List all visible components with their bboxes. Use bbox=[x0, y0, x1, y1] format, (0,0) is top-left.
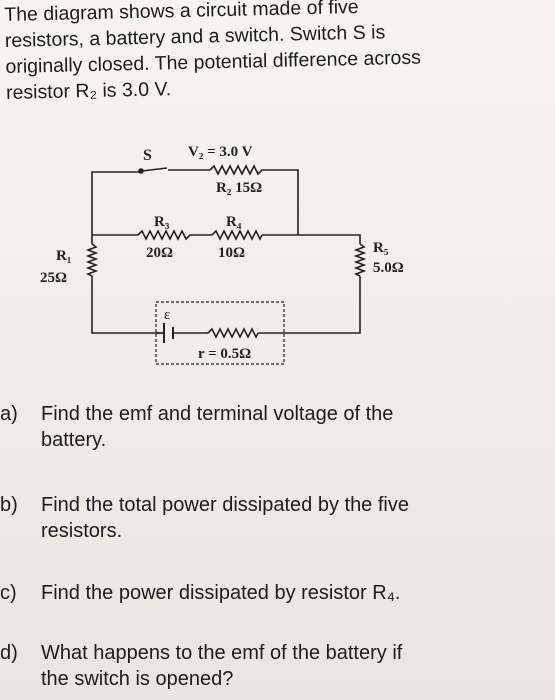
resistor-r1-symbol bbox=[85, 243, 99, 277]
internal-resistance-symbol bbox=[207, 327, 259, 339]
r4-label: R₄ bbox=[226, 214, 242, 230]
circuit-diagram: S V₂ = 3.0 V R₂ 15Ω R₃ R₄ 20Ω 10Ω R₁ 25Ω… bbox=[40, 144, 404, 365]
question-marker: c) bbox=[0, 582, 17, 604]
wire-r1-bottom bbox=[91, 276, 162, 334]
question-line: What happens to the emf of the battery i… bbox=[41, 642, 403, 664]
r3-value: 20Ω bbox=[146, 245, 173, 261]
question-line: resistors. bbox=[41, 520, 123, 542]
wire-right-down bbox=[298, 234, 361, 244]
r5-label: R₅ bbox=[373, 240, 389, 256]
wire-r2-to-right bbox=[262, 169, 299, 235]
question-line: battery. bbox=[41, 429, 107, 451]
question-line: the switch is opened? bbox=[41, 668, 234, 690]
r2-label: R₂ 15Ω bbox=[216, 180, 262, 196]
question-line: Find the power dissipated by resistor R₄… bbox=[41, 582, 401, 604]
r1-label: R₁ bbox=[56, 248, 71, 264]
r3-label: R₃ bbox=[154, 214, 170, 230]
problem-statement: The diagram shows a circuit made of five… bbox=[4, 0, 551, 106]
switch-label: S bbox=[143, 147, 152, 164]
question-marker: a) bbox=[0, 403, 18, 425]
resistor-r4-symbol bbox=[211, 229, 263, 241]
question-marker: b) bbox=[0, 494, 18, 516]
wire-outer-top-left bbox=[91, 171, 140, 235]
emf-label: ε bbox=[164, 307, 170, 323]
resistor-r5-symbol bbox=[353, 243, 367, 277]
r4-value: 10Ω bbox=[218, 245, 245, 261]
internal-resistance-label: r = 0.5Ω bbox=[198, 346, 251, 362]
question-marker: d) bbox=[0, 642, 18, 664]
resistor-r2-symbol bbox=[209, 164, 263, 176]
r1-value: 25Ω bbox=[40, 270, 67, 286]
question-line: Find the total power dissipated by the f… bbox=[41, 494, 409, 516]
resistor-r3-symbol bbox=[137, 229, 191, 241]
v2-label: V₂ = 3.0 V bbox=[188, 144, 253, 160]
switch-blade bbox=[141, 167, 168, 172]
question-line: Find the emf and terminal voltage of the bbox=[41, 403, 394, 425]
r5-value: 5.0Ω bbox=[373, 260, 404, 276]
wire-r5-bottom bbox=[282, 276, 361, 334]
